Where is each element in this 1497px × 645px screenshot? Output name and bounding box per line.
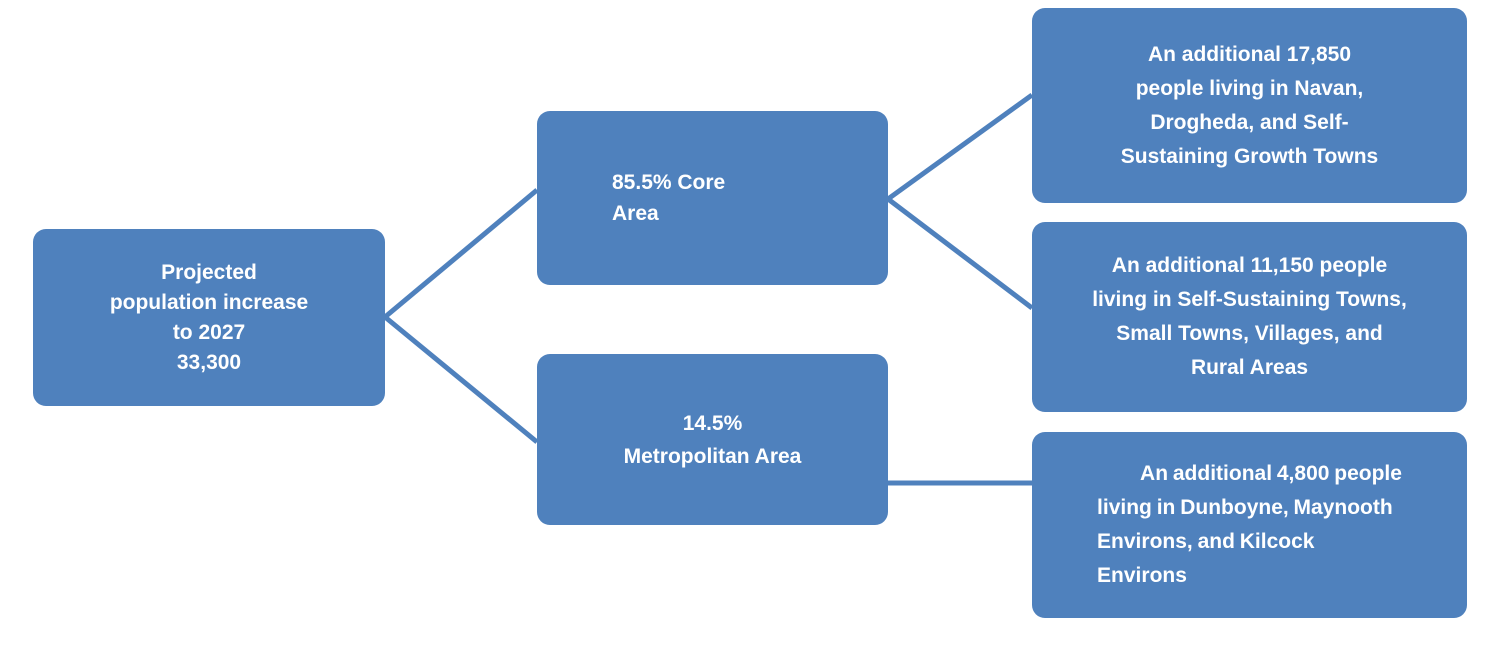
node-root-label: Projected population increase to 2027 33… xyxy=(109,260,309,374)
node-projected-population-increase[interactable]: Projected population increase to 2027 33… xyxy=(33,229,385,406)
node-core-area[interactable]: 85.5% Core Area xyxy=(537,111,888,285)
node-leaf-2-label: An additional 4,800 people living in Dun… xyxy=(1097,462,1402,587)
node-leaf-1-label: An additional 11,150 people living in Se… xyxy=(1092,254,1407,379)
node-metro-label: 14.5% Metropolitan Area xyxy=(623,411,802,468)
connector-core-to-leaf-1 xyxy=(886,197,1034,310)
node-dunboyne-maynooth-kilcock-environs[interactable]: An additional 4,800 people living in Dun… xyxy=(1032,432,1467,618)
connector-root-to-core xyxy=(383,188,539,319)
node-metropolitan-area[interactable]: 14.5% Metropolitan Area xyxy=(537,354,888,525)
connector-root-to-metro xyxy=(383,315,539,444)
node-core-label: 85.5% Core Area xyxy=(612,171,726,225)
connector-core-to-leaf-0 xyxy=(886,92,1034,202)
node-self-sustaining-small-towns-villages-rural[interactable]: An additional 11,150 people living in Se… xyxy=(1032,222,1467,412)
node-leaf-0-label: An additional 17,850 people living in Na… xyxy=(1120,42,1379,168)
node-navan-drogheda-growth-towns[interactable]: An additional 17,850 people living in Na… xyxy=(1032,8,1467,203)
